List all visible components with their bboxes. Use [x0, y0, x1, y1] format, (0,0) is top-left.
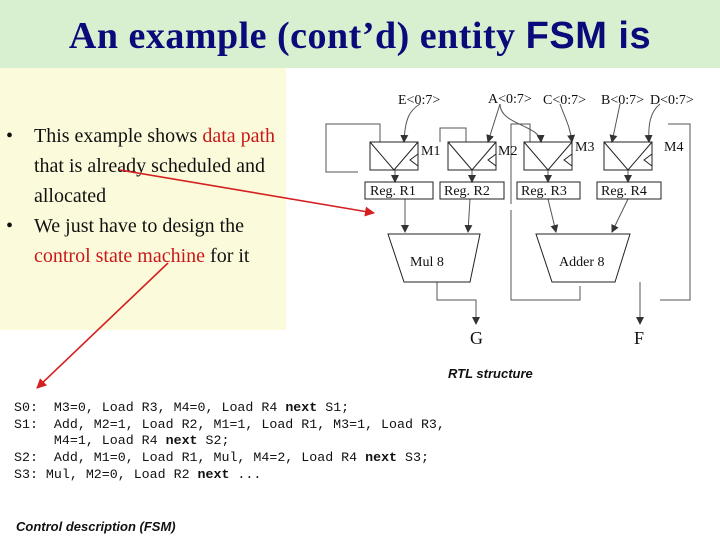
wire-feedback-m4	[660, 123, 691, 301]
wire-feedback-m1	[439, 127, 467, 142]
unit-mul	[387, 233, 481, 283]
input-d-label: D<0:7>	[650, 93, 694, 108]
wire-e	[400, 103, 421, 143]
wire-r2-mul	[464, 198, 473, 233]
reg-r4-label: Reg. R4	[601, 184, 647, 199]
fsm-caption: Control description (FSM)	[16, 519, 176, 534]
unit-mul-label: Mul 8	[410, 255, 444, 270]
wire-feedback-m3	[510, 123, 531, 204]
fsm-line: S3: Mul, M2=0, Load R2 next ...	[14, 466, 262, 482]
mux-m2-label: M2	[498, 144, 517, 159]
input-a-label: A<0:7>	[488, 92, 532, 107]
mux-m3	[523, 141, 573, 171]
fsm-line: M4=1, Load R4 next S2;	[14, 433, 230, 449]
reg-r3	[516, 181, 581, 200]
fsm-line: S0: M3=0, Load R3, M4=0, Load R4 next S1…	[14, 400, 350, 415]
highlight-data-path: data path	[202, 125, 276, 147]
wire-feedback-r1	[325, 123, 381, 173]
wire-a	[486, 103, 501, 143]
reg-r4	[596, 181, 662, 200]
wire-b	[609, 103, 621, 143]
bullet-dot: •	[6, 125, 14, 147]
mux-m2	[447, 141, 497, 171]
unit-adder-label: Adder 8	[559, 255, 605, 270]
wire-d	[644, 103, 661, 143]
reg-r2	[439, 181, 505, 200]
output-f-label: F	[634, 328, 644, 348]
wire-r3-adder	[547, 198, 559, 233]
output-g-label: G	[470, 328, 483, 348]
arrow-to-datapath	[119, 169, 375, 217]
title-band	[0, 0, 720, 68]
mux-m4-label: M4	[664, 140, 683, 155]
mux-m3-label: M3	[575, 140, 594, 155]
input-c-label: C<0:7>	[543, 93, 586, 108]
wire-r4-adder	[611, 198, 629, 233]
fsm-code: S0: M3=0, Load R3, M4=0, Load R4 next S1…	[14, 400, 445, 484]
reg-r1	[364, 181, 434, 200]
bullet-item: •This example shows data path that is al…	[6, 121, 286, 211]
reg-r3-label: Reg. R3	[521, 184, 567, 199]
reg-r1-label: Reg. R1	[370, 184, 416, 199]
arrow-to-fsm	[36, 262, 169, 389]
wire-feedback-adder	[510, 210, 581, 301]
mux-m4	[603, 141, 653, 171]
bullet-item: •We just have to design the control stat…	[6, 211, 286, 271]
input-e-label: E<0:7>	[398, 93, 440, 108]
rtl-caption: RTL structure	[448, 366, 533, 381]
mux-m1	[369, 141, 419, 171]
fsm-line: S2: Add, M1=0, Load R1, Mul, M4=2, Load …	[14, 450, 429, 466]
bullet-dot: •	[6, 215, 14, 237]
wire-a-m3	[499, 103, 545, 143]
wire-mul-g	[436, 282, 480, 325]
fsm-line: S1: Add, M2=1, Load R2, M1=1, Load R1, M…	[14, 416, 445, 432]
mux-m1-label: M1	[421, 144, 440, 159]
unit-adder	[535, 233, 631, 283]
bullet-list: •This example shows data path that is al…	[6, 121, 286, 271]
wire-c	[559, 103, 576, 143]
input-b-label: B<0:7>	[601, 93, 644, 108]
highlight-control-state-machine: control state machine	[34, 245, 206, 267]
slide-title: An example (cont’d) entity FSM is	[68, 15, 652, 57]
reg-r2-label: Reg. R2	[444, 184, 490, 199]
